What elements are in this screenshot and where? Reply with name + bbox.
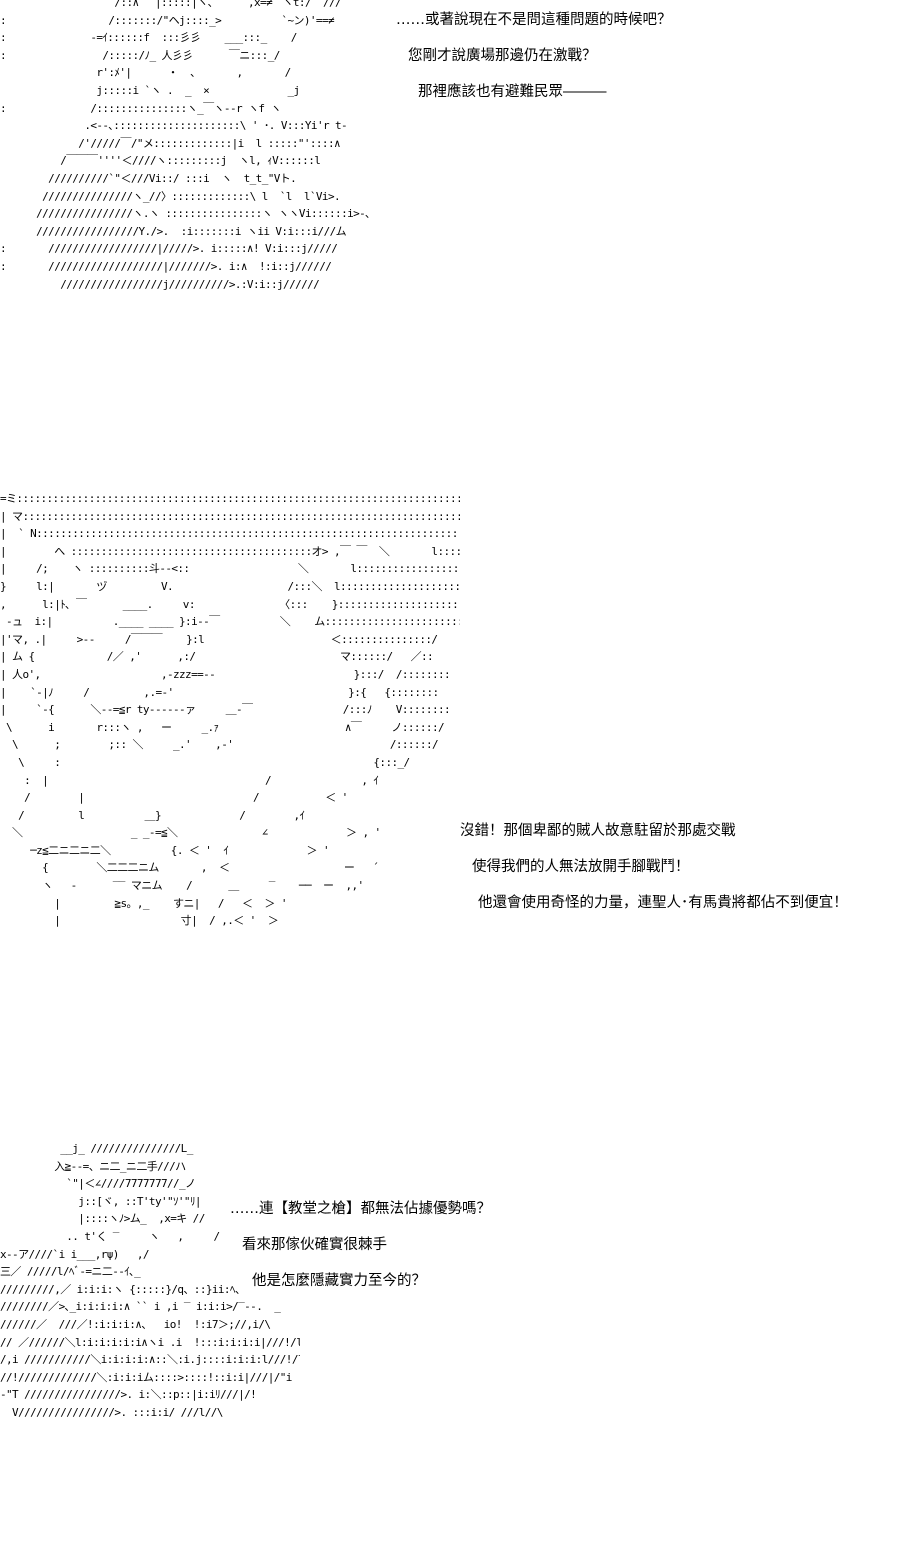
- dialogue-line: 他還會使用奇怪的力量，連聖人･有馬貴將都佔不到便宜！: [478, 895, 848, 911]
- panel-1: /::∧ ￣|:::::|ヽ、 ,x=≠￣ヽt:/ /// : /:::::::…: [0, 0, 900, 310]
- dialogue-line: 他是怎麼隱藏實力至今的？: [252, 1273, 426, 1289]
- dialogue-line: 您剛才說廣場那邊仍在激戰？: [408, 48, 597, 64]
- dialogue-line: 使得我們的人無法放開手腳戰鬥！: [472, 859, 690, 875]
- dialogue-line: 沒錯！那個卑鄙的賊人故意駐留於那處交戰: [460, 823, 736, 839]
- panel-3: __j_ ///////////////L_ 入≧--=、ニ二_ニ二手///ハ …: [0, 1140, 900, 1440]
- speech-block-2: 沒錯！那個卑鄙的賊人故意駐留於那處交戰 使得我們的人無法放開手腳戰鬥！ 他還會使…: [460, 822, 848, 911]
- dialogue-line: 看來那傢伙確實很棘手: [242, 1237, 387, 1253]
- speech-block-1: ……或著說現在不是問這種問題的時候吧？ 您剛才說廣場那邊仍在激戰？ 那裡應該也有…: [396, 11, 672, 100]
- ascii-art-figure-3: __j_ ///////////////L_ 入≧--=、ニ二_ニ二手///ハ …: [0, 1142, 300, 1419]
- ascii-art-figure-1: /::∧ ￣|:::::|ヽ、 ,x=≠￣ヽt:/ /// : /:::::::…: [0, 0, 371, 291]
- speech-block-3: ……連【教堂之槍】都無法佔據優勢嗎？ 看來那傢伙確實很棘手 他是怎麼隱藏實力至今…: [230, 1200, 491, 1289]
- panel-2: =ミ::::::::::::::::::::::::::::::::::::::…: [0, 490, 900, 955]
- dialogue-line: ……連【教堂之槍】都無法佔據優勢嗎？: [230, 1201, 491, 1217]
- dialogue-line: ……或著說現在不是問這種問題的時候吧？: [396, 12, 672, 28]
- ascii-art-figure-2: =ミ::::::::::::::::::::::::::::::::::::::…: [0, 492, 460, 928]
- dialogue-line: 那裡應該也有避難民眾―――: [418, 84, 607, 100]
